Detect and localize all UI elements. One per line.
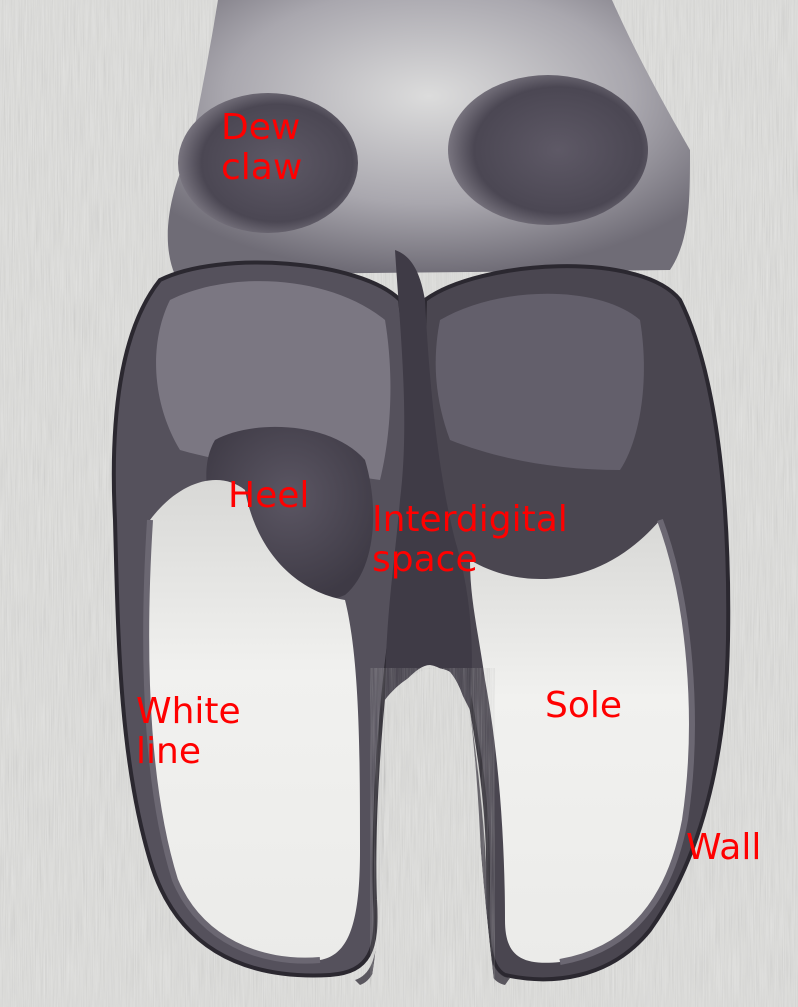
label-interdigital-space: Interdigital space bbox=[372, 500, 568, 580]
label-dew-claw: Dew claw bbox=[221, 108, 302, 188]
label-heel: Heel bbox=[228, 476, 309, 516]
label-interdigital-space-line1: Interdigital bbox=[372, 500, 568, 540]
label-dew-claw-line1: Dew bbox=[221, 108, 302, 148]
label-white-line-line1: White bbox=[136, 692, 241, 732]
label-white-line: White line bbox=[136, 692, 241, 772]
label-wall: Wall bbox=[686, 828, 761, 868]
label-sole: Sole bbox=[545, 686, 622, 726]
label-dew-claw-line2: claw bbox=[221, 148, 302, 188]
label-interdigital-space-line2: space bbox=[372, 540, 568, 580]
label-white-line-line2: line bbox=[136, 732, 241, 772]
